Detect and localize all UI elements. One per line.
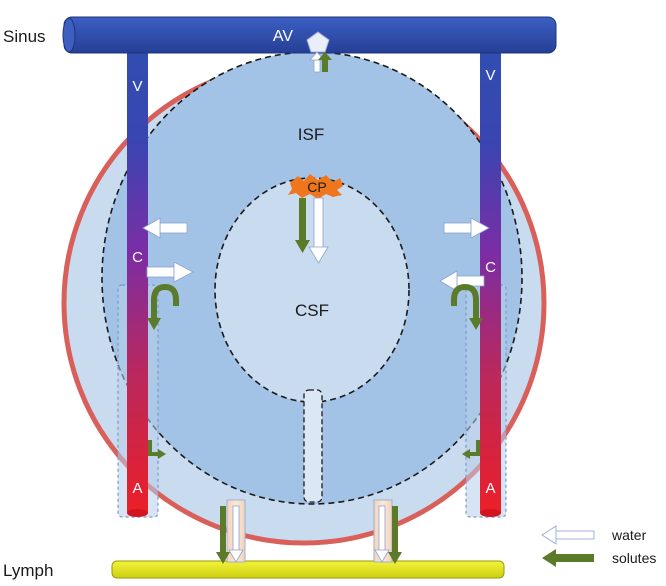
right-small-solute-arrow xyxy=(462,440,480,459)
vessel-left-end xyxy=(127,509,148,517)
av-label: AV xyxy=(273,28,293,45)
legend-water-arrow xyxy=(541,525,595,545)
vein-label-right: V xyxy=(485,67,495,84)
isf-label: ISF xyxy=(298,125,324,144)
cp-label: CP xyxy=(307,179,326,195)
vessel-left xyxy=(127,38,148,513)
lymph-right-water-arrow xyxy=(374,505,390,563)
vessel-right xyxy=(480,38,501,513)
right-solute-curve-arrow xyxy=(451,283,483,330)
legend-water-label: water xyxy=(611,527,647,543)
left-water-arrow-out xyxy=(146,261,194,283)
legend-solutes-arrow xyxy=(542,549,594,567)
vessel-right-end xyxy=(480,509,501,517)
artery-label-right: A xyxy=(485,480,495,497)
av-solute-arrow xyxy=(318,52,332,72)
csf-drainage-channel xyxy=(303,389,323,503)
csf-label: CSF xyxy=(295,301,329,320)
lymph-right-solute-arrow xyxy=(388,506,402,564)
left-water-arrow-in xyxy=(142,217,188,239)
right-water-arrow-in xyxy=(443,217,490,239)
sinus-label: Sinus xyxy=(3,27,46,46)
cp-solute-arrow xyxy=(295,198,310,253)
left-solute-curve-arrow xyxy=(147,283,179,330)
lymph-vessel xyxy=(111,560,505,579)
csf-region xyxy=(214,177,410,403)
lymph-label: Lymph xyxy=(3,561,53,580)
cp-water-arrow xyxy=(308,197,329,264)
av-valve xyxy=(306,31,330,53)
capillary-label-left: C xyxy=(132,249,143,266)
left-small-solute-arrow xyxy=(148,440,166,459)
legend-solutes-label: solutes xyxy=(612,550,656,566)
lymph-left-water-arrow xyxy=(228,505,244,563)
legend: water solutes xyxy=(541,525,656,567)
choroid-plexus-blob xyxy=(288,174,343,199)
artery-label-left: A xyxy=(132,480,142,497)
vein-label-left: V xyxy=(132,78,142,95)
lymph-left-solute-arrow xyxy=(216,506,230,564)
sinus-end xyxy=(62,17,76,53)
capillary-label-right: C xyxy=(485,259,496,276)
